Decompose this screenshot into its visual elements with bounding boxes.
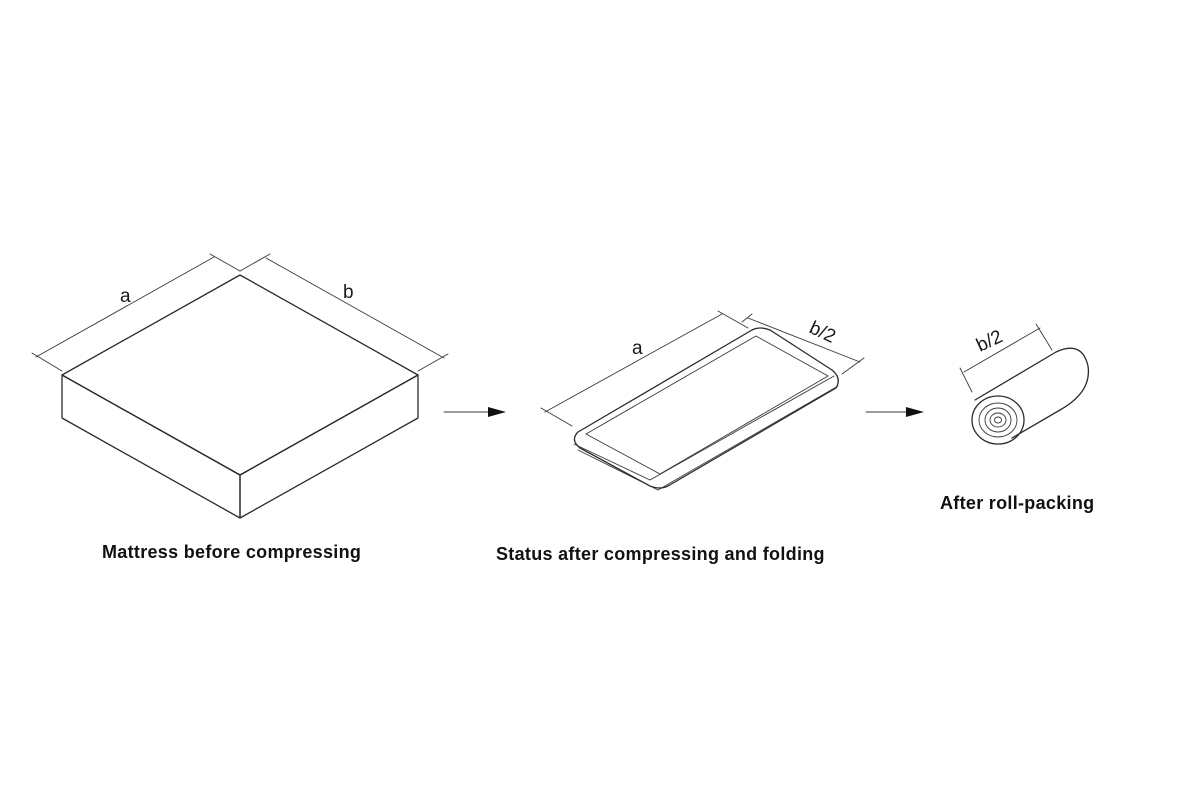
rolled-mattress (971, 347, 1090, 445)
mattress-block (61, 274, 419, 519)
dimension-line-a (31, 253, 241, 372)
dimension-label-a-folded: a (632, 338, 643, 359)
dimension-line-a-folded (540, 310, 749, 427)
arrow-to-roll (865, 407, 924, 417)
arrow-to-folded (443, 407, 506, 417)
dimension-label-b-half-roll: b/2 (973, 326, 1006, 356)
caption-after-roll-packing: After roll-packing (940, 493, 1094, 513)
dimension-label-b-half-folded: b/2 (806, 317, 839, 347)
dimension-line-b-half-roll (959, 323, 1053, 393)
stage-mattress-before: a b Mattress before compressing (31, 253, 449, 562)
dimension-label-b: b (343, 282, 354, 303)
caption-after-folding: Status after compressing and folding (496, 544, 825, 564)
stage-folded: a b/2 Status after compressing and foldi… (496, 310, 865, 564)
dimension-line-b (239, 253, 449, 372)
stage-roll: b/2 After roll-packing (940, 323, 1094, 513)
folded-mattress (573, 327, 839, 491)
dimension-label-a: a (120, 286, 131, 307)
dimension-line-b-half-folded (741, 313, 865, 375)
caption-before-compressing: Mattress before compressing (102, 542, 361, 562)
